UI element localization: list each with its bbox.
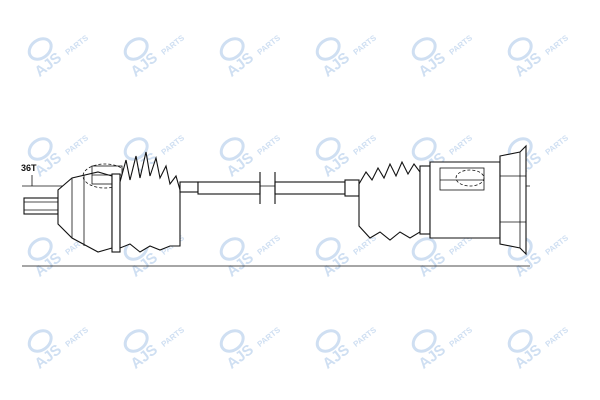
shaft-section-left <box>197 181 261 195</box>
boot-clamp-large <box>111 173 121 253</box>
spline-count-label: 36T <box>21 163 37 173</box>
spline-stub <box>23 197 59 215</box>
boot-clamp-small-inner <box>344 179 360 197</box>
boot-clamp-large-inner <box>419 165 431 235</box>
joint-housing-inner <box>429 161 501 239</box>
outer-boot <box>119 151 181 253</box>
outer-cv-joint <box>23 151 199 253</box>
axle-shaft <box>197 172 346 204</box>
boot-clamp-small <box>179 181 199 193</box>
mounting-flange <box>499 144 527 256</box>
shaft-section-right <box>274 181 346 195</box>
inner-cv-joint <box>344 144 527 256</box>
inner-boot <box>358 160 421 241</box>
